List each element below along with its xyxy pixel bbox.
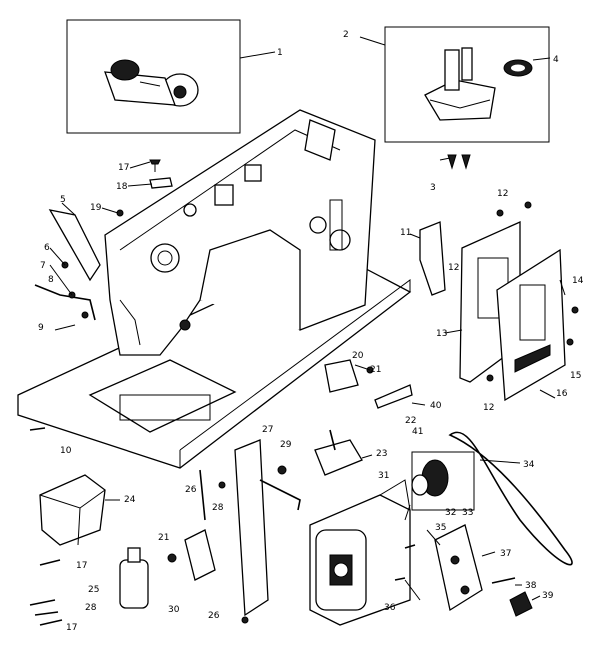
bracket-27	[218, 439, 301, 624]
callout-21-right: 21	[370, 365, 381, 375]
lamp-socket-30	[167, 469, 216, 581]
face-plate-16	[496, 248, 566, 402]
carbon-brushes-36	[394, 544, 416, 581]
callout-30: 30	[168, 605, 180, 615]
motor-pulley-assembly	[104, 59, 199, 107]
callout-12-mid: 12	[448, 263, 459, 273]
callout-23: 23	[376, 449, 387, 459]
callout-17-top: 17	[118, 163, 129, 173]
callout-33: 33	[462, 508, 473, 518]
hook-bracket-assembly	[424, 47, 496, 121]
callout-24: 24	[124, 495, 136, 505]
callout-16: 16	[556, 389, 568, 399]
callout-32: 32	[445, 508, 456, 518]
screws-bottom-left	[29, 559, 63, 626]
callout-10: 10	[60, 446, 72, 456]
callout-7: 7	[40, 261, 46, 271]
callout-40: 40	[430, 401, 442, 411]
drive-belt-34	[448, 431, 573, 566]
callout-34: 34	[523, 460, 535, 470]
rubber-ring	[503, 59, 533, 77]
callout-17-mid: 17	[76, 561, 87, 571]
callout-5: 5	[60, 195, 66, 205]
screw-10	[29, 427, 46, 431]
callout-12-top: 12	[497, 189, 508, 199]
machine-frame	[104, 109, 376, 356]
bracket-11	[419, 221, 446, 296]
callout-25: 25	[88, 585, 99, 595]
inset-box-2	[359, 26, 551, 143]
callout-35: 35	[435, 523, 446, 533]
leader-lines	[49, 157, 566, 601]
brush-plate-37	[434, 524, 483, 612]
switch-23	[314, 429, 363, 476]
callout-15: 15	[570, 371, 581, 381]
callout-22: 22	[405, 416, 416, 426]
callout-21-left: 21	[158, 533, 169, 543]
callout-38: 38	[525, 581, 537, 591]
screws-3	[447, 154, 471, 170]
plate-18	[149, 177, 173, 189]
callout-13: 13	[436, 329, 447, 339]
inset-box-1	[66, 19, 276, 134]
oil-bottle-25	[119, 547, 149, 609]
callout-3: 3	[430, 183, 436, 193]
callout-18: 18	[116, 182, 128, 192]
callout-2: 2	[343, 30, 349, 40]
callout-27: 27	[262, 425, 273, 435]
callout-4: 4	[553, 55, 559, 65]
callout-19: 19	[90, 203, 102, 213]
link-parts-6-9	[34, 261, 96, 331]
callout-12-bottom: 12	[483, 403, 494, 413]
callout-36: 36	[384, 603, 396, 613]
motor-31	[309, 479, 411, 626]
callout-29: 29	[280, 440, 292, 450]
callout-6: 6	[44, 243, 50, 253]
callout-28-mid: 28	[212, 503, 224, 513]
callout-28-bottom: 28	[85, 603, 97, 613]
screw-17	[149, 159, 161, 172]
callout-26-bottom: 26	[208, 611, 220, 621]
callout-11: 11	[400, 228, 411, 238]
callout-39: 39	[542, 591, 554, 601]
callout-labels: 1 2 3 4 5 6 7 8 9 10 11 12 12 12 13 14 1…	[38, 30, 584, 633]
callout-9: 9	[38, 323, 44, 333]
screws-12-14-15	[486, 201, 579, 382]
callout-37: 37	[500, 549, 511, 559]
callout-41: 41	[412, 427, 423, 437]
callout-26-top: 26	[185, 485, 197, 495]
callout-31: 31	[378, 471, 389, 481]
terminal-block-24	[39, 474, 106, 546]
callout-17-bottom: 17	[66, 623, 77, 633]
callout-14: 14	[572, 276, 584, 286]
callout-8: 8	[48, 275, 54, 285]
screw-38	[491, 577, 516, 584]
pulley-32-33	[411, 451, 475, 511]
cap-39	[509, 591, 533, 617]
callout-20: 20	[352, 351, 364, 361]
parts-20-22	[324, 359, 413, 409]
lever-5	[48, 209, 101, 282]
callout-1: 1	[277, 48, 283, 58]
